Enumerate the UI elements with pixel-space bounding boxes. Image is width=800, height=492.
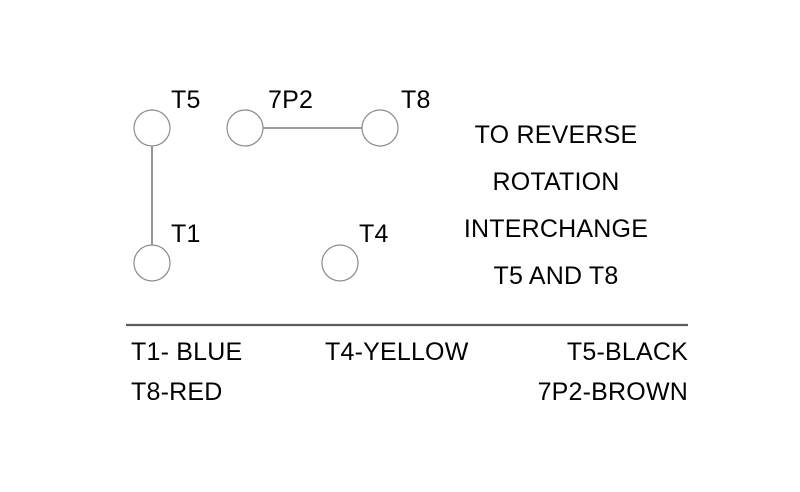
instruction-line-1: TO REVERSE	[474, 121, 638, 149]
terminal-label-7p2: 7P2	[268, 86, 314, 114]
terminal-circle-t4[interactable]	[321, 244, 359, 282]
instruction-line-3: INTERCHANGE	[463, 215, 649, 243]
legend-item-t4-yellow: T4-YELLOW	[325, 338, 469, 366]
terminal-label-t1: T1	[171, 220, 201, 248]
terminal-circle-t8[interactable]	[361, 109, 399, 147]
legend-item-7p2-brown: 7P2-BROWN	[537, 378, 688, 406]
legend-item-t5-black: T5-BLACK	[566, 338, 688, 366]
terminal-label-t8: T8	[401, 86, 431, 114]
terminal-circle-t1[interactable]	[133, 244, 171, 282]
instruction-line-4: T5 AND T8	[493, 262, 619, 290]
legend-item-t1-blue: T1- BLUE	[131, 338, 243, 366]
terminal-label-t4: T4	[359, 220, 389, 248]
instruction-line-2: ROTATION	[492, 168, 620, 196]
terminal-circle-t5[interactable]	[133, 109, 171, 147]
legend-item-t8-red: T8-RED	[131, 378, 223, 406]
terminal-circle-7p2[interactable]	[226, 109, 264, 147]
instruction-note: TO REVERSE ROTATION INTERCHANGE T5 AND T…	[430, 112, 682, 300]
terminal-label-t5: T5	[171, 86, 201, 114]
